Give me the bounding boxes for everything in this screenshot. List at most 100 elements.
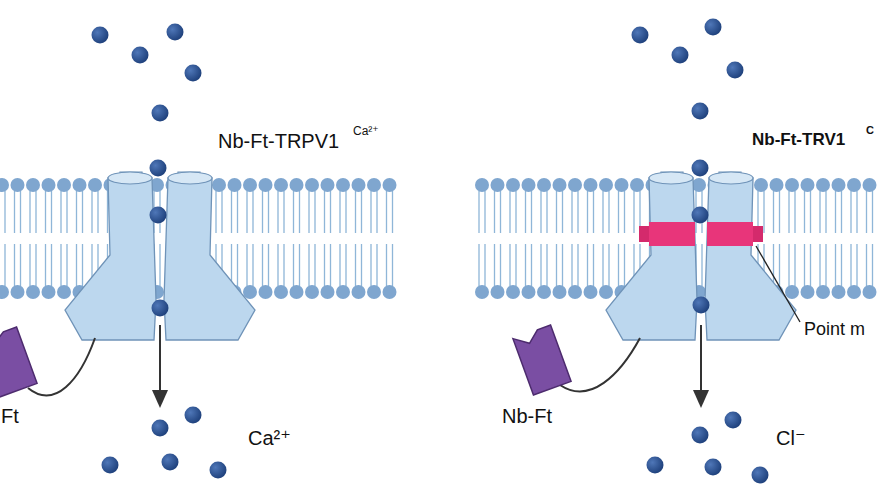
lipid-head: [584, 178, 598, 192]
lipid-tail: [495, 191, 501, 233]
lipid-head: [26, 285, 40, 299]
lipid-tail: [619, 191, 625, 233]
lipid-tail: [278, 244, 284, 286]
ion-dot: [672, 47, 689, 64]
lipid-tail: [867, 191, 873, 233]
ion-dot: [752, 467, 769, 484]
lipid-head: [553, 178, 567, 192]
ion-dot: [727, 62, 744, 79]
lipid-head: [537, 285, 551, 299]
lipid-tail: [603, 191, 609, 233]
lipid-head: [57, 285, 71, 299]
lipid-tail: [510, 191, 516, 233]
lipid-head: [506, 178, 520, 192]
lipid-tail: [356, 191, 362, 233]
lipid-tail: [510, 244, 516, 286]
ion-dot: [693, 297, 710, 314]
lipid-head: [73, 178, 87, 192]
lipid-head: [630, 178, 644, 192]
lipid-head: [599, 285, 613, 299]
lipid-tail: [278, 191, 284, 233]
lipid-head: [491, 285, 505, 299]
lipid-tail: [820, 191, 826, 233]
lipid-tail: [387, 244, 393, 286]
lipid-head: [274, 285, 288, 299]
lipid-tail: [340, 191, 346, 233]
lipid-head: [491, 178, 505, 192]
ion-dot: [152, 105, 169, 122]
lipid-tail: [46, 244, 52, 286]
text-label: Nb-Ft: [502, 406, 552, 426]
ion-dot: [725, 412, 742, 429]
lipid-tail: [851, 191, 857, 233]
lipid-tail: [61, 244, 67, 286]
lipid-tail: [263, 244, 269, 286]
lipid-tail: [77, 191, 83, 233]
tether: [560, 338, 640, 391]
lipid-tail: [851, 244, 857, 286]
lipid-head: [770, 178, 784, 192]
lipid-head: [537, 178, 551, 192]
ion-dot: [152, 300, 169, 317]
lipid-head: [553, 285, 567, 299]
lipid-tail: [30, 191, 36, 233]
lipid-tail: [247, 191, 253, 233]
ion-dot: [185, 65, 202, 82]
lipid-tail: [30, 244, 36, 286]
lipid-head: [599, 178, 613, 192]
lipid-tail: [371, 244, 377, 286]
text-label: Nb-Ft-TRV1: [752, 131, 845, 148]
lipid-head: [832, 285, 846, 299]
lipid-tail: [557, 244, 563, 286]
ion-dot: [705, 459, 722, 476]
channel-subunit: [705, 178, 796, 340]
lipid-head: [352, 285, 366, 299]
text-label: Ft: [1, 406, 19, 426]
channel-top: [709, 172, 753, 184]
lipid-head: [336, 285, 350, 299]
ion-dot: [102, 457, 119, 474]
leader-line: [756, 246, 800, 322]
lipid-tail: [15, 244, 21, 286]
text-label: Ca²⁺: [248, 428, 291, 448]
lipid-head: [383, 178, 397, 192]
lipid-tail: [232, 244, 238, 286]
lipid-head: [259, 178, 273, 192]
lipid-tail: [541, 191, 547, 233]
point-mutation: [639, 226, 649, 242]
ion-dot: [632, 27, 649, 44]
lipid-tail: [294, 191, 300, 233]
lipid-head: [522, 178, 536, 192]
lipid-tail: [387, 191, 393, 233]
ion-dot: [647, 457, 664, 474]
ions: [92, 19, 769, 484]
lipid-head: [522, 285, 536, 299]
lipid-tail: [789, 191, 795, 233]
lipid-tail: [805, 191, 811, 233]
lipid-head: [11, 285, 25, 299]
lipid-tail: [216, 191, 222, 233]
lipid-head: [290, 285, 304, 299]
channel-subunit: [606, 178, 697, 340]
lipid-tail: [789, 244, 795, 286]
lipid-tail: [356, 244, 362, 286]
lipid-tail: [263, 191, 269, 233]
lipid-tail: [526, 244, 532, 286]
lipid-tail: [541, 244, 547, 286]
lipid-head: [321, 285, 335, 299]
ion-dot: [692, 160, 709, 177]
lipid-tail: [0, 244, 5, 286]
ion-dot: [152, 420, 169, 437]
text-label: Cl⁻: [776, 428, 805, 448]
lipid-head: [367, 285, 381, 299]
lipid-head: [0, 285, 9, 299]
lipid-tail: [15, 191, 21, 233]
lipid-tail: [247, 244, 253, 286]
lipid-head: [754, 178, 768, 192]
ion-dot: [692, 103, 709, 120]
lipid-tail: [92, 191, 98, 233]
lipid-head: [42, 285, 56, 299]
lipid-tail: [325, 191, 331, 233]
tether: [28, 338, 95, 395]
